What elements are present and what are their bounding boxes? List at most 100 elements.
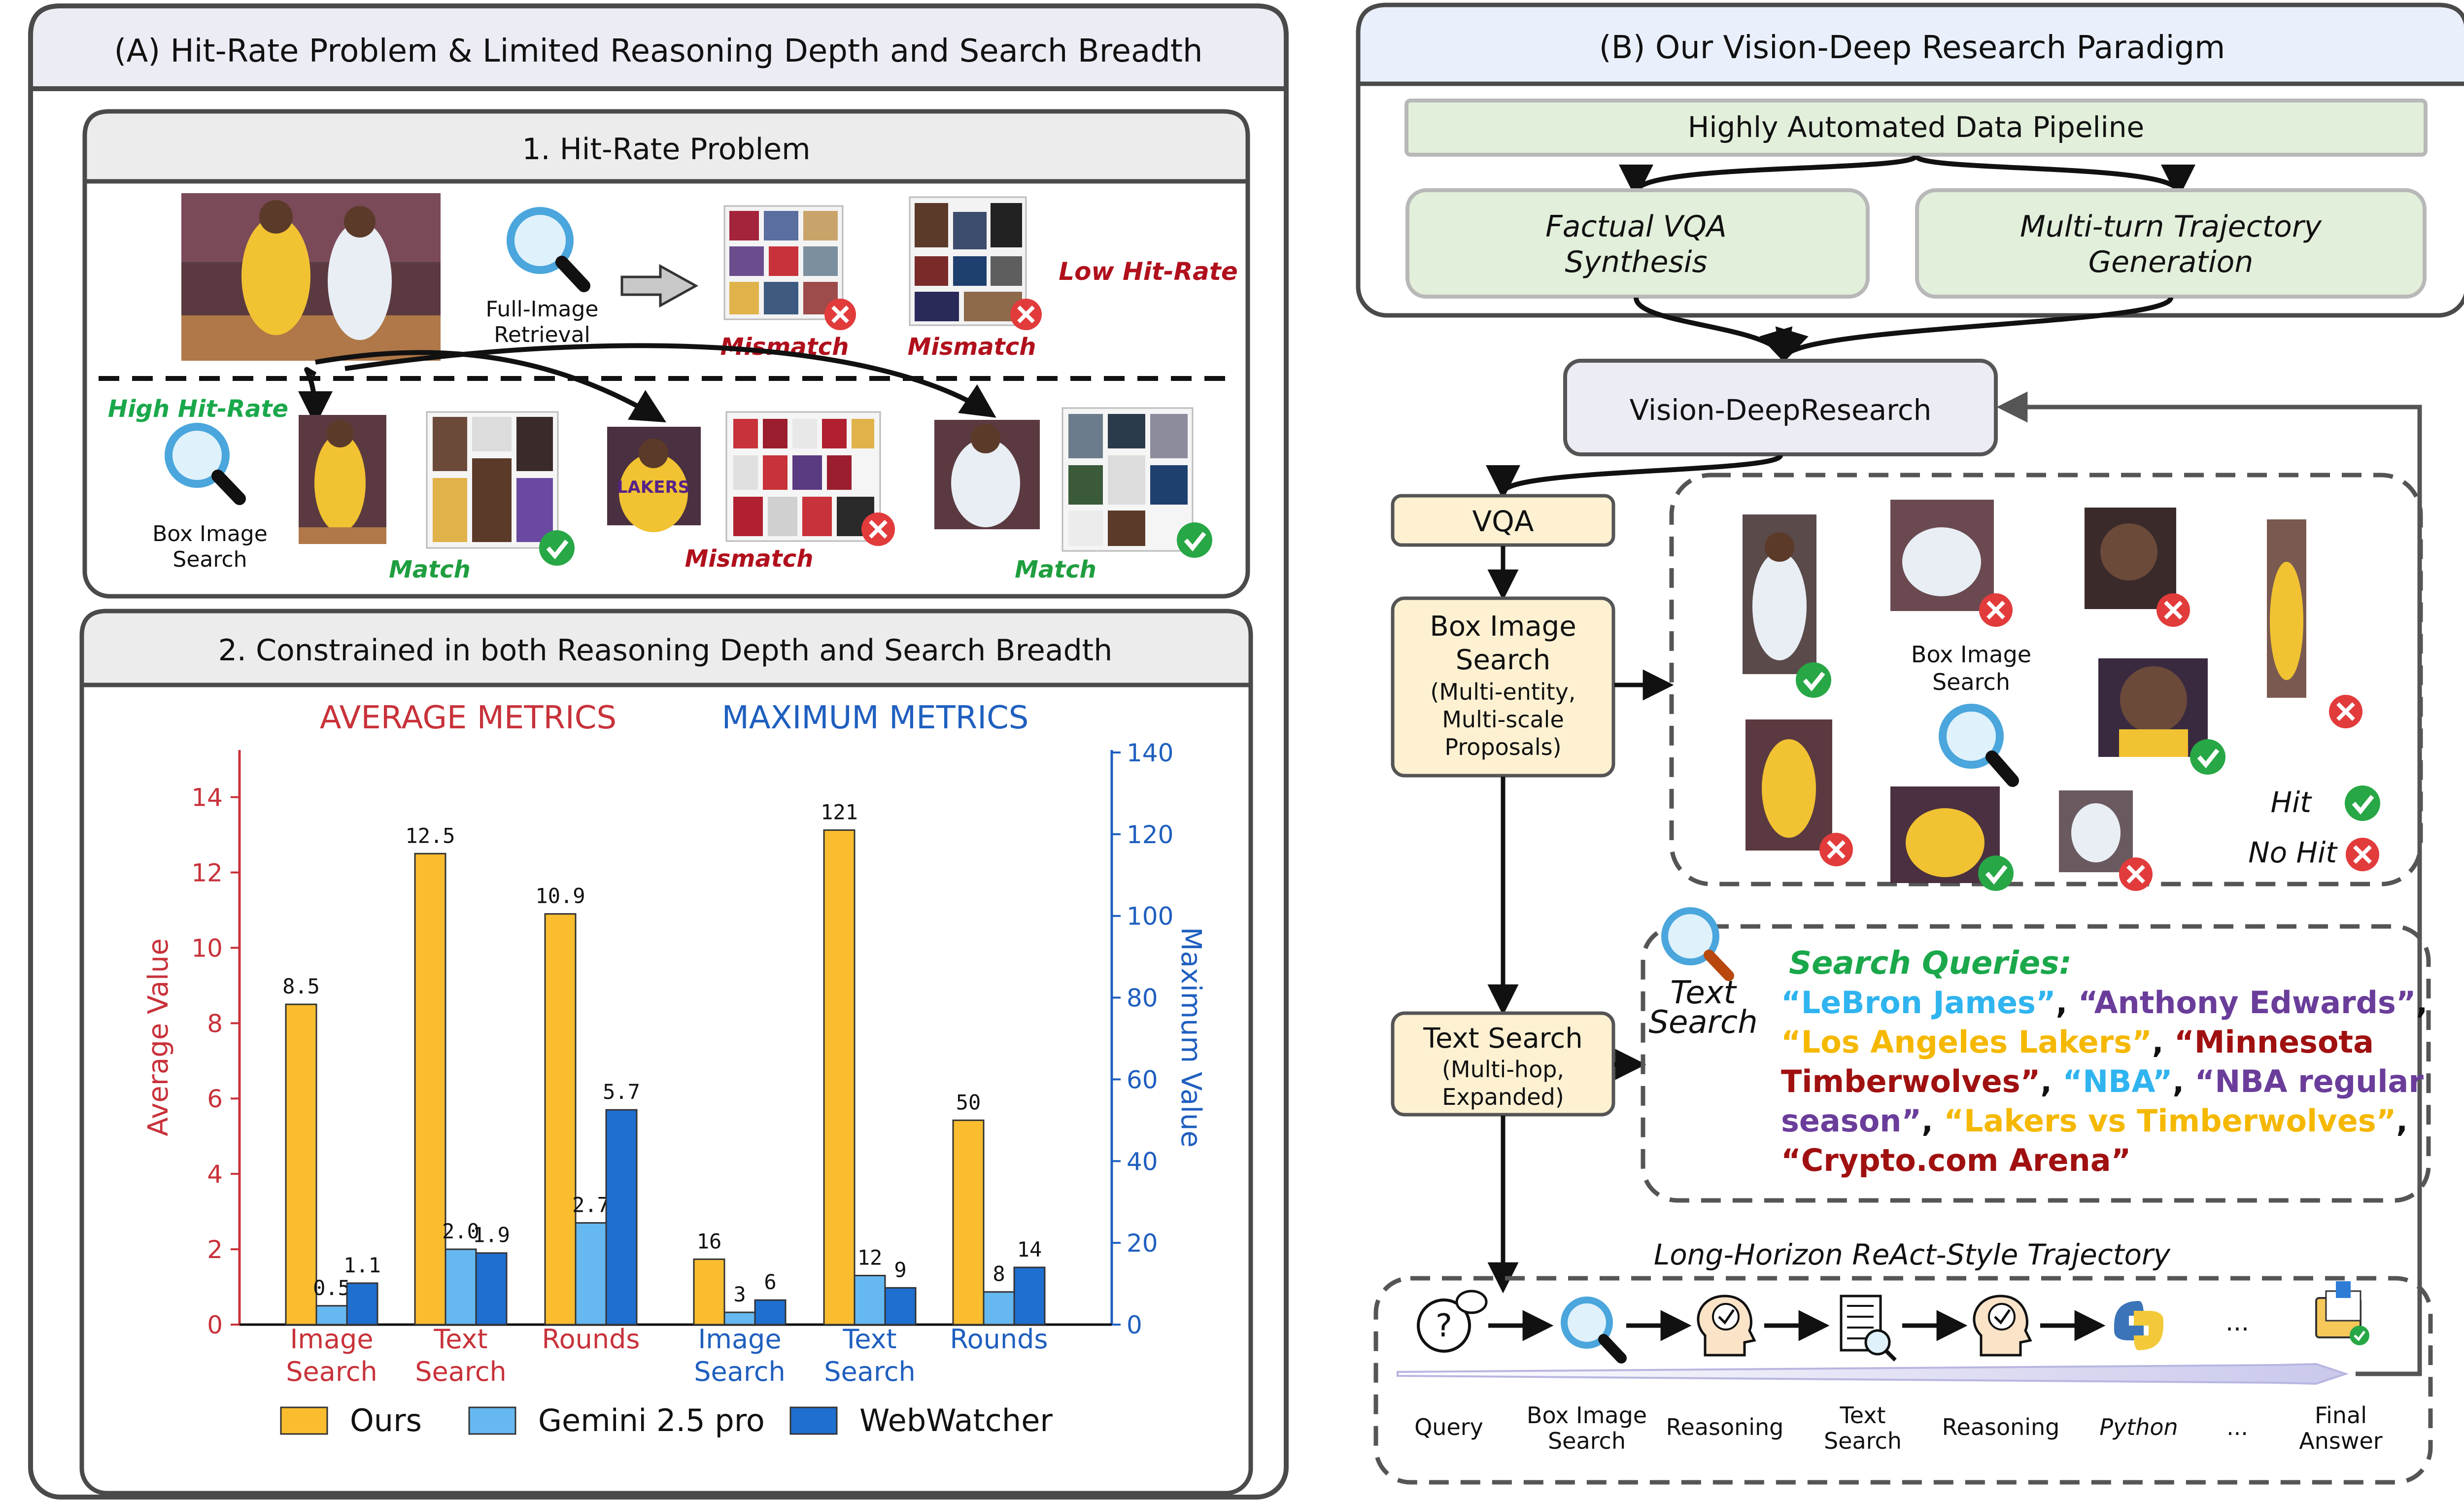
category-label: Search (415, 1356, 507, 1387)
bar (445, 1248, 477, 1326)
left-tick-label: 6 (207, 1085, 223, 1113)
merge-arrow (1776, 297, 2173, 365)
cropped-photo: LAKERS (607, 427, 701, 532)
bar-value-label: 8.5 (282, 974, 320, 998)
box-search-title-2: Search (1456, 644, 1550, 676)
final-document-icon (2315, 1281, 2369, 1345)
cropped-photo (934, 420, 1040, 529)
left-metrics-title: AVERAGE METRICS (320, 700, 616, 736)
question-bubble-icon: ? (1417, 1290, 1488, 1353)
full-image-retrieval-label-2: Retrieval (494, 322, 590, 347)
ellipsis: ... (2225, 1308, 2249, 1336)
match-label-1: Match (389, 556, 471, 583)
bar-value-label: 3 (733, 1282, 746, 1306)
main-photo (181, 193, 441, 361)
right-tick-label: 140 (1127, 739, 1173, 767)
bar (285, 1003, 317, 1326)
category-label: Text (433, 1324, 487, 1355)
factual-vqa-label-1: Factual VQA (1545, 209, 1727, 244)
bar (983, 1291, 1015, 1326)
merge-arrow (1634, 297, 1793, 365)
right-tick-label: 0 (1127, 1311, 1142, 1339)
category-label: Search (286, 1356, 377, 1387)
hit-rate-panel: 1. Hit-Rate Problem Full-Image Retrieval (82, 109, 1250, 599)
step-label: Query (1414, 1414, 1483, 1440)
category-label: Rounds (542, 1324, 640, 1355)
query-line: season”, “Lakers vs Timberwolves”, (1781, 1103, 2408, 1139)
bar-value-label: 16 (697, 1229, 722, 1253)
check-icon (2190, 739, 2225, 775)
high-hit-rate-label: High Hit-Rate (108, 395, 288, 423)
cropped-photo (299, 415, 386, 544)
mismatch-icon (861, 512, 895, 546)
bar (823, 829, 856, 1326)
vision-deepresearch-box (1563, 359, 1998, 456)
result-collage (1061, 407, 1194, 552)
svg-text:?: ? (1436, 1308, 1452, 1344)
mismatch-label-3: Mismatch (685, 545, 814, 573)
mismatch-icon (2346, 838, 2379, 871)
bar-value-label: 12 (857, 1245, 883, 1269)
box-search-sub-2: Multi-scale (1442, 706, 1564, 733)
mismatch-icon (1819, 833, 1853, 866)
step-label: Box Image (1527, 1402, 1647, 1429)
panel-b-title: (B) Our Vision-Deep Research Paradigm (1599, 30, 2225, 66)
magnifier-icon (1561, 1297, 1627, 1364)
chart-panel-title: 2. Constrained in both Reasoning Depth a… (218, 633, 1112, 668)
trajectory-container (1373, 1276, 2433, 1485)
pipeline-arrow (1619, 154, 1918, 199)
pipeline-box (1404, 99, 2428, 157)
category-label: Image (698, 1324, 781, 1355)
python-icon (2114, 1301, 2163, 1350)
step-label: Python (2099, 1414, 2178, 1440)
query-text: season” (1781, 1103, 1921, 1139)
right-tick-label: 80 (1127, 984, 1158, 1013)
crop-arrow (315, 350, 667, 423)
text-search-icon-label-1: Text (1670, 975, 1737, 1011)
box-image-search-label-1: Box Image (152, 521, 268, 546)
match-label-2: Match (1015, 556, 1096, 583)
bar (475, 1252, 508, 1326)
step-label: ... (2226, 1414, 2248, 1440)
query-text: “LeBron James” (1781, 985, 2056, 1021)
text-search-title: Text Search (1423, 1023, 1582, 1055)
left-tick-label: 0 (207, 1311, 223, 1339)
panel-a-title: (A) Hit-Rate Problem & Limited Reasoning… (114, 33, 1203, 69)
query-text: , (2416, 985, 2428, 1021)
mismatch-icon (2156, 593, 2190, 627)
pipeline-label: Highly Automated Data Pipeline (1688, 110, 2144, 144)
chart-panel: 2. Constrained in both Reasoning Depth a… (79, 609, 1253, 1496)
pipeline-arrow (1914, 154, 2195, 199)
box-search-sub-1: (Multi-entity, (1430, 679, 1575, 705)
check-icon (1796, 662, 1831, 698)
box-center-label-1: Box Image (1911, 641, 2031, 668)
head-check-icon (1697, 1295, 1756, 1357)
query-text: , (1921, 1103, 1944, 1139)
check-icon (1177, 522, 1212, 558)
bar (693, 1258, 725, 1326)
mismatch-icon (2119, 857, 2153, 891)
left-tick-label: 10 (191, 934, 223, 962)
bar (315, 1305, 348, 1326)
legend-swatch (468, 1406, 516, 1435)
step-label: Answer (2299, 1428, 2383, 1454)
bar-value-label: 0.5 (313, 1276, 350, 1300)
text-search-box (1391, 1011, 1615, 1117)
multiturn-label-2: Generation (2088, 245, 2254, 279)
magnifier-icon (1661, 907, 1734, 981)
category-label: Search (824, 1356, 916, 1387)
svg-text:...: ... (2225, 1308, 2249, 1336)
factual-vqa-box (1405, 188, 1870, 299)
right-tick-label: 20 (1127, 1229, 1158, 1258)
query-text: , (2040, 1063, 2062, 1099)
retrieval-arrow (620, 264, 699, 308)
check-icon (2345, 785, 2380, 821)
bar (854, 1274, 886, 1326)
query-line: “Los Angeles Lakers”, “Minnesota (1781, 1024, 2374, 1060)
step-label: Text (1839, 1402, 1885, 1429)
mismatch-icon (1979, 593, 2013, 627)
box-center-label-2: Search (1932, 669, 2010, 695)
result-collage (723, 205, 844, 320)
box-results-container (1669, 473, 2423, 887)
